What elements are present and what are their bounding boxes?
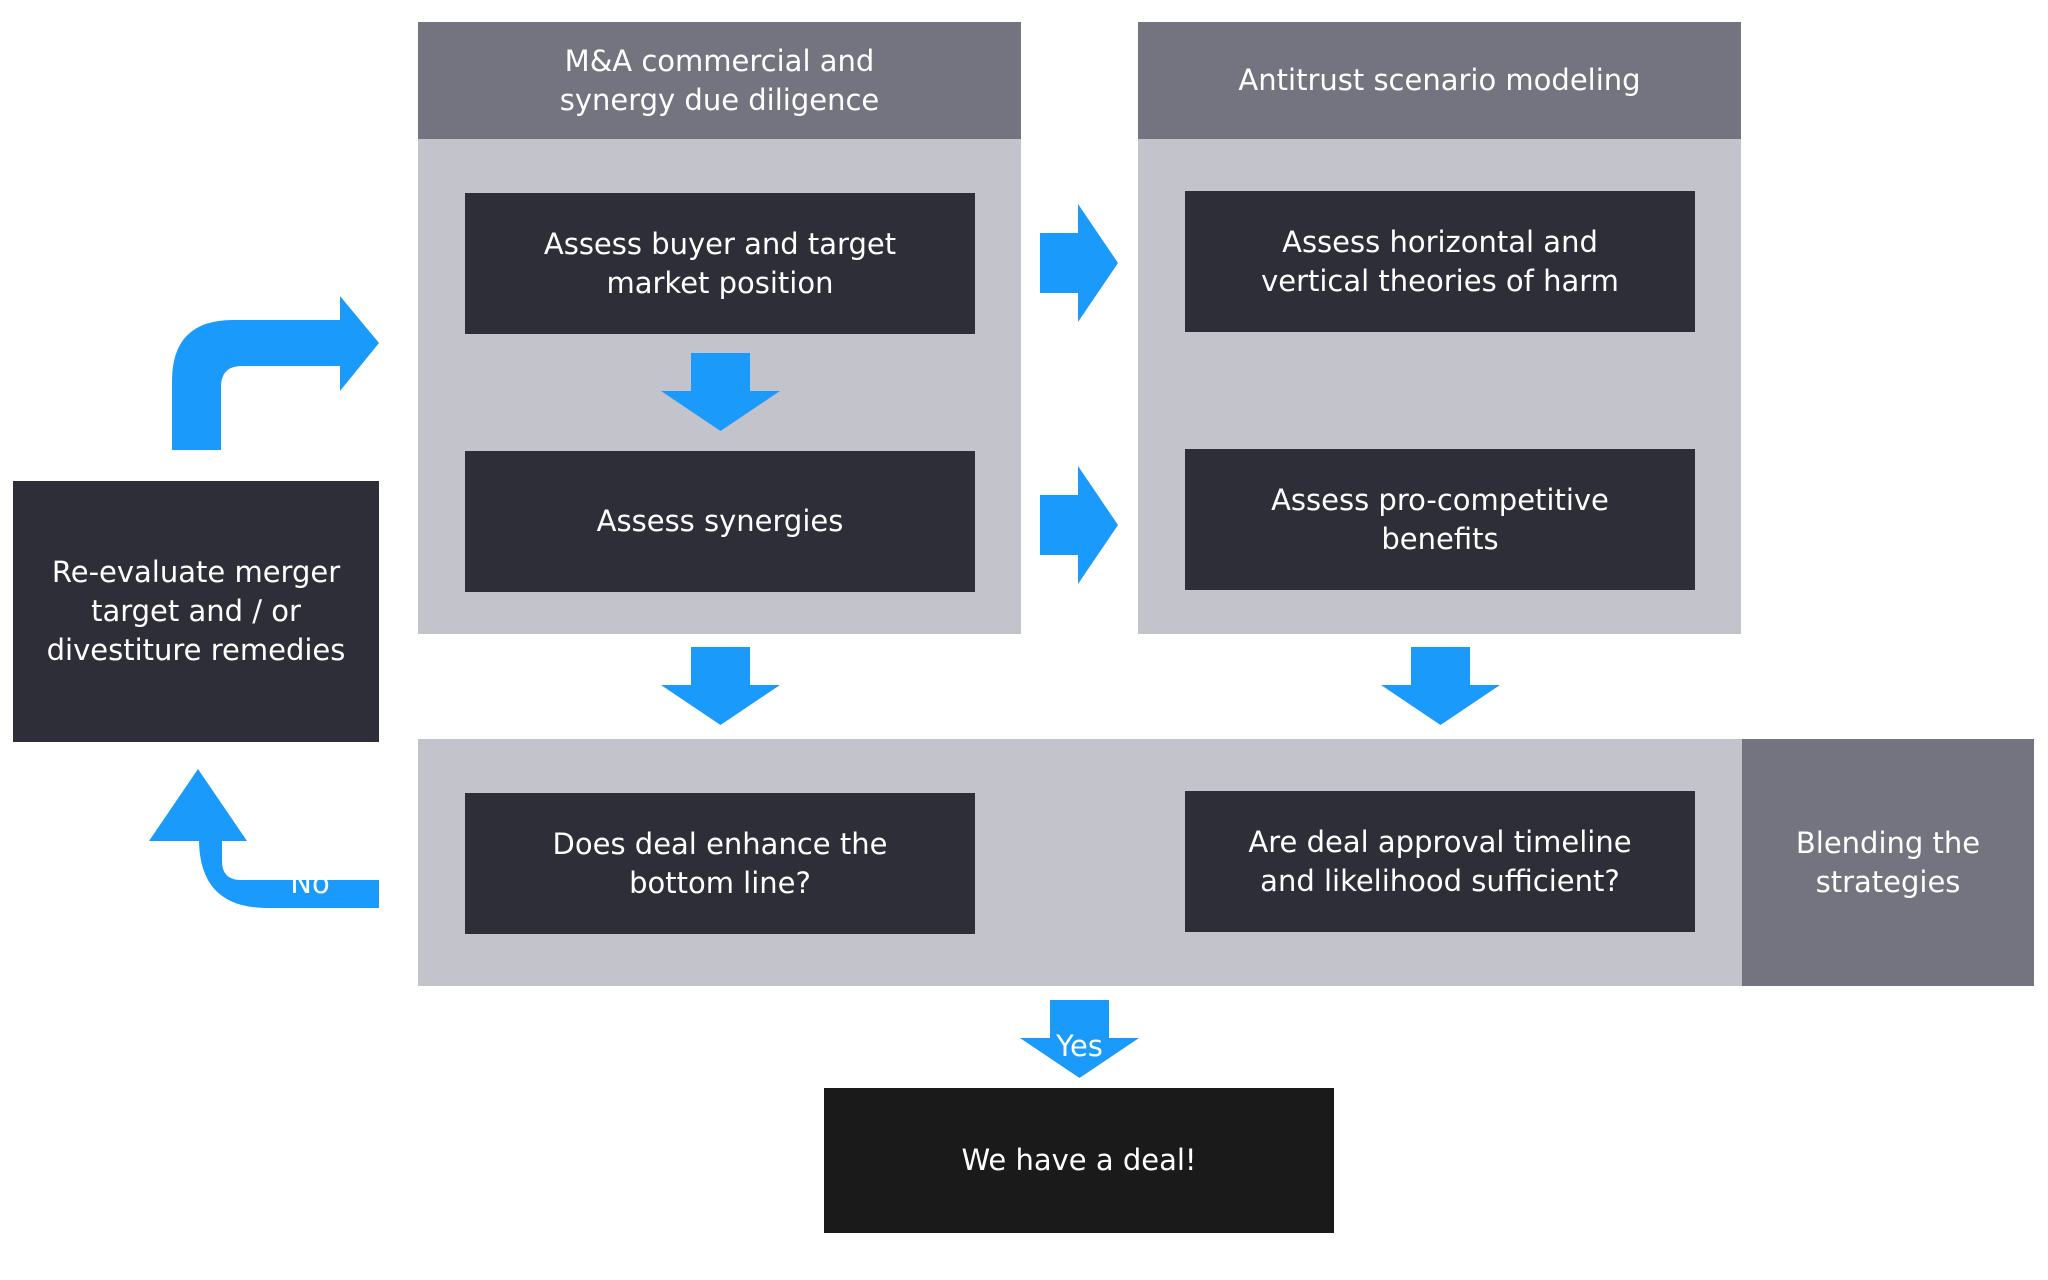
yes-arrow-down-icon (1020, 1000, 1139, 1078)
antitrust-panel-header: Antitrust scenario modeling (1138, 22, 1741, 139)
arrow-down-icon (661, 647, 780, 725)
yes-label: Yes (1056, 1029, 1103, 1063)
ma-panel-header: M&A commercial and synergy due diligence (418, 22, 1021, 139)
arrow-down-icon (1381, 647, 1500, 725)
step-pro-competitive-benefits: Assess pro-competitive benefits (1185, 449, 1695, 590)
question-approval-timeline: Are deal approval timeline and likelihoo… (1185, 791, 1695, 932)
step-assess-market-position: Assess buyer and target market position (465, 193, 975, 334)
arrow-right-icon (1040, 204, 1118, 322)
no-arrow-icon (149, 769, 379, 908)
question-bottom-line: Does deal enhance the bottom line? (465, 793, 975, 934)
step-assess-synergies: Assess synergies (465, 451, 975, 592)
loop-back-arrow-icon (172, 296, 379, 450)
no-label: No (290, 866, 330, 900)
step-theories-of-harm: Assess horizontal and vertical theories … (1185, 191, 1695, 332)
arrow-down-icon (661, 353, 780, 431)
outcome-box: We have a deal! (824, 1088, 1334, 1233)
reevaluate-box: Re-evaluate merger target and / or dives… (13, 481, 379, 742)
blending-label: Blending the strategies (1742, 739, 2034, 986)
arrow-right-icon (1040, 466, 1118, 584)
